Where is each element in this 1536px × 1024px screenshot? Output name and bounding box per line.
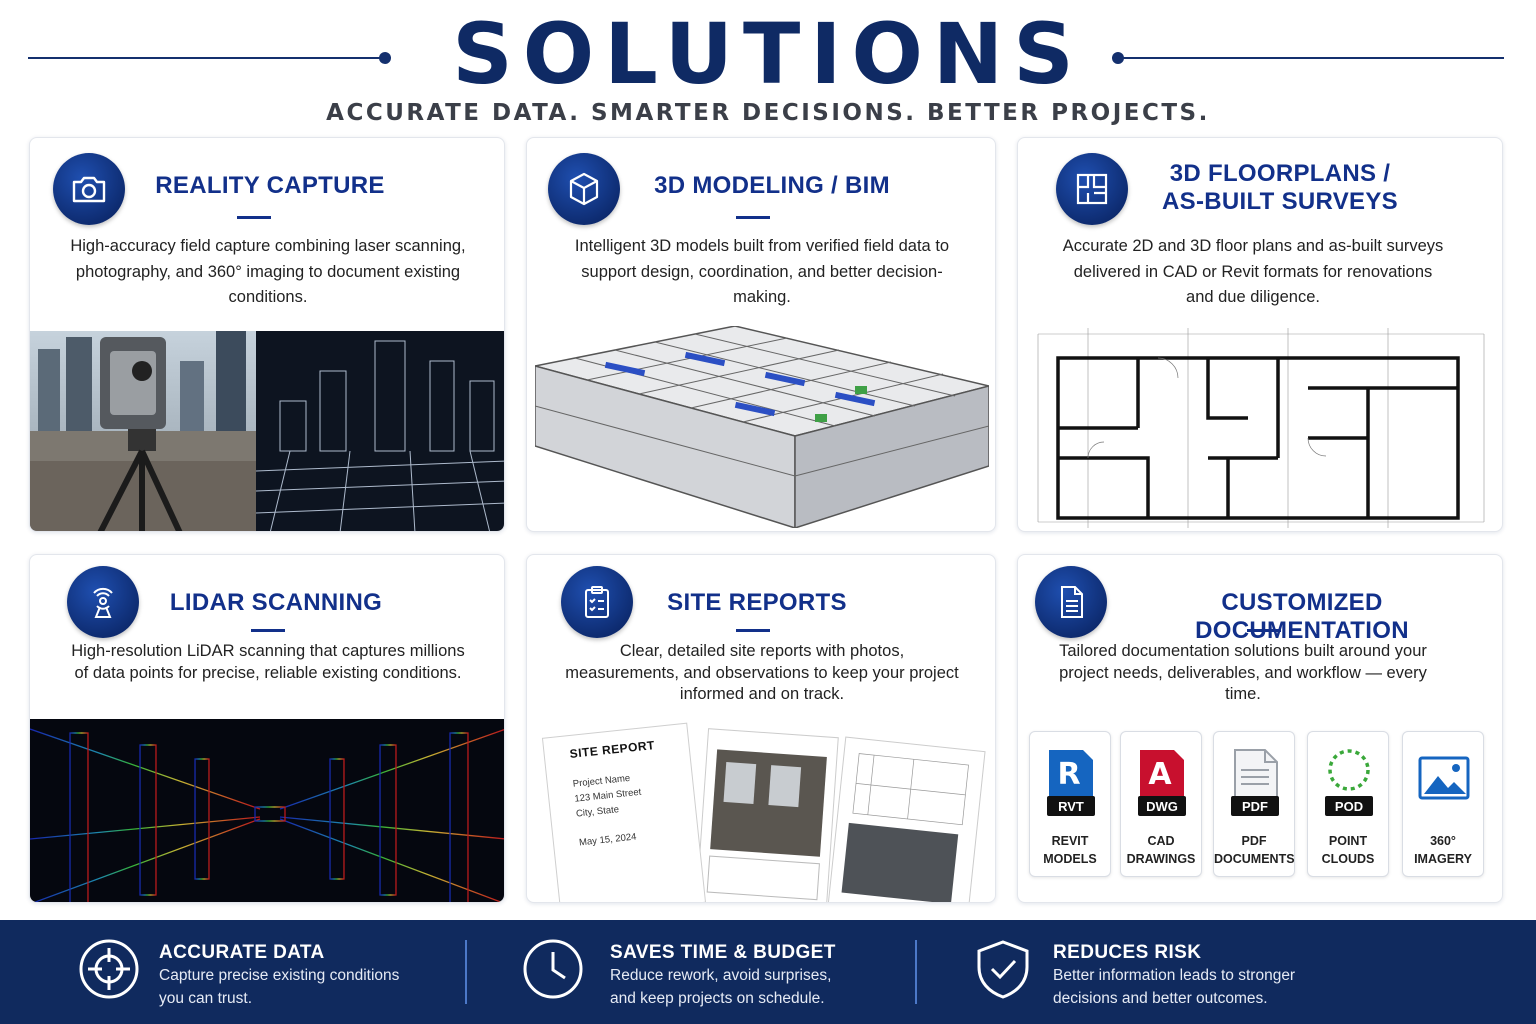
header-rule-right: [1120, 57, 1504, 59]
format-revit-models[interactable]: R RVT REVIT MODELS: [1029, 731, 1111, 877]
format-cad-drawings[interactable]: A DWG CAD DRAWINGS: [1120, 731, 1202, 877]
title-underline: [736, 216, 770, 219]
title-underline: [237, 216, 271, 219]
card-description: High-accuracy field capture combining la…: [70, 237, 466, 306]
camera-icon: [53, 153, 125, 225]
format-label: POINT CLOUDS: [1321, 834, 1375, 866]
format-label: REVIT MODELS: [1043, 834, 1097, 866]
page-header: SOLUTIONS ACCURATE DATA. SMARTER DECISIO…: [0, 0, 1536, 130]
shield-check-icon: [977, 940, 1029, 999]
page-title: SOLUTIONS: [452, 5, 1084, 103]
benefit-title: ACCURATE DATA: [159, 942, 325, 963]
card-title: LIDAR SCANNING: [169, 589, 383, 616]
autocad-icon: A DWG: [1138, 750, 1186, 816]
card-3d-modeling-bim[interactable]: 3D MODELING / BIM Intelligent 3D models …: [526, 137, 996, 532]
card-lidar-scanning[interactable]: LIDAR SCANNING High-resolution LiDAR sca…: [29, 554, 505, 903]
reality-capture-image: [30, 331, 504, 531]
card-3d-floorplans[interactable]: 3D FLOORPLANS / AS-BUILT SURVEYS Accurat…: [1017, 137, 1503, 532]
format-label: 360° IMAGERY: [1414, 834, 1472, 866]
title-underline: [251, 629, 285, 632]
card-title: 3D MODELING / BIM: [654, 172, 890, 199]
site-report-documents-image: SITE REPORT Project Name 123 Main Street…: [527, 715, 995, 902]
clipboard-checklist-icon: [561, 566, 633, 638]
title-underline: [1247, 629, 1281, 632]
header-rule-dot-right: [1112, 52, 1124, 64]
format-360-imagery[interactable]: 360° IMAGERY: [1402, 731, 1484, 877]
card-title-line2: AS-BUILT SURVEYS: [1162, 188, 1398, 215]
header-rule-dot-left: [379, 52, 391, 64]
card-customized-documentation[interactable]: CUSTOMIZED DOCUMENTATION Tailored docume…: [1017, 554, 1503, 903]
lidar-point-cloud-image: [30, 719, 504, 902]
benefit-description: Reduce rework, avoid surprises, and keep…: [610, 967, 832, 1007]
card-description: Accurate 2D and 3D floor plans and as-bu…: [1062, 237, 1444, 306]
format-point-clouds[interactable]: POD POINT CLOUDS: [1307, 731, 1389, 877]
floorplan-icon: [1056, 153, 1128, 225]
card-title: CUSTOMIZED DOCUMENTATION: [1195, 589, 1409, 644]
format-label: PDF DOCUMENTS: [1214, 834, 1295, 866]
page-subtitle: ACCURATE DATA. SMARTER DECISIONS. BETTER…: [326, 100, 1210, 126]
card-title: REALITY CAPTURE: [155, 172, 385, 199]
benefit-description: Capture precise existing conditions you …: [159, 967, 400, 1007]
svg-text:R: R: [1057, 757, 1080, 792]
card-description: Tailored documentation solutions built a…: [1059, 642, 1427, 703]
bim-model-image: [535, 326, 989, 528]
svg-text:PDF: PDF: [1242, 799, 1268, 814]
benefit-description: Better information leads to stronger dec…: [1053, 967, 1296, 1007]
benefit-saves-time-budget: SAVES TIME & BUDGET Reduce rework, avoid…: [522, 920, 902, 1024]
format-label: CAD DRAWINGS: [1126, 834, 1196, 866]
clock-icon: [523, 939, 583, 999]
card-site-reports[interactable]: SITE REPORTS Clear, detailed site report…: [526, 554, 996, 903]
benefit-reduces-risk: REDUCES RISK Better information leads to…: [972, 920, 1372, 1024]
benefit-accurate-data: ACCURATE DATA Capture precise existing c…: [78, 920, 458, 1024]
lidar-scanner-icon: [67, 566, 139, 638]
panorama-image-icon: [1418, 756, 1470, 800]
benefits-footer: ACCURATE DATA Capture precise existing c…: [0, 920, 1536, 1024]
header-rule-left: [28, 57, 383, 59]
svg-text:DWG: DWG: [1146, 799, 1178, 814]
site-report-sheet: SITE REPORT Project Name 123 Main Street…: [569, 738, 665, 848]
cube-icon: [548, 153, 620, 225]
card-title-line1: 3D FLOORPLANS /: [1169, 160, 1391, 187]
footer-divider: [915, 940, 917, 1004]
card-description: High-resolution LiDAR scanning that capt…: [71, 642, 465, 682]
crosshair-target-icon: [79, 939, 139, 999]
benefit-title: REDUCES RISK: [1053, 942, 1202, 963]
footer-divider: [465, 940, 467, 1004]
card-reality-capture[interactable]: REALITY CAPTURE High-accuracy field capt…: [29, 137, 505, 532]
svg-text:A: A: [1148, 757, 1172, 792]
point-cloud-icon: POD: [1325, 749, 1373, 816]
format-pdf-documents[interactable]: PDF PDF DOCUMENTS: [1213, 731, 1295, 877]
floorplan-drawing-image: [1028, 328, 1494, 528]
card-description: Intelligent 3D models built from verifie…: [574, 237, 950, 306]
svg-text:POD: POD: [1335, 799, 1363, 814]
svg-text:RVT: RVT: [1058, 799, 1084, 814]
card-title: SITE REPORTS: [667, 589, 847, 616]
document-icon: [1035, 566, 1107, 638]
pdf-file-icon: PDF: [1231, 749, 1279, 816]
revit-icon: R RVT: [1047, 750, 1095, 816]
card-description: Clear, detailed site reports with photos…: [565, 642, 959, 703]
title-underline: [736, 629, 770, 632]
benefit-title: SAVES TIME & BUDGET: [610, 942, 836, 963]
